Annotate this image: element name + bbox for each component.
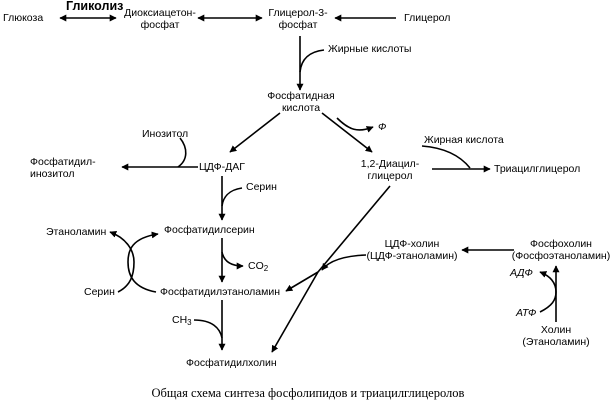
- co2-release-curve: [221, 251, 244, 270]
- atp-label: АТФ: [516, 307, 537, 319]
- dhap-label: Диоксиацетон-фосфат: [124, 7, 196, 31]
- cdp-choline-curve: [321, 254, 367, 271]
- cdp-dag-label: ЦДФ-ДАГ: [199, 161, 245, 173]
- serine-out-label: Серин: [84, 286, 115, 298]
- serine-ethanolamine-exchange: [127, 231, 159, 293]
- fatty-acids-label: Жирные кислоты: [328, 43, 412, 55]
- adp-label: АДФ: [510, 267, 533, 279]
- figure-caption: Общая схема синтеза фосфолипидов и триац…: [151, 386, 465, 400]
- phosphatidylinositol-label: Фосфатидил-инозитол: [30, 156, 96, 180]
- dag-junction-line: [317, 185, 391, 273]
- ethanolamine-label: Этаноламин: [46, 226, 107, 238]
- phosphate-label: Ф: [378, 121, 387, 133]
- fatty-acid-label: Жирная кислота: [424, 134, 504, 146]
- glycolysis-title: Гликолиз: [66, 0, 124, 13]
- triacylglycerol-label: Триацилглицерол: [494, 163, 581, 175]
- pa-cdpdag-arrow: [229, 112, 281, 153]
- ch3-label: CH3: [172, 314, 192, 327]
- inositol-curve: [177, 137, 187, 168]
- choline-label: Холин(Этаноламин): [522, 324, 590, 348]
- serine-ethanolamine-exchange-2: [109, 230, 135, 293]
- glycerol-label: Глицерол: [404, 12, 451, 24]
- cdp-choline-label: ЦДФ-холин(ЦДФ-этаноламин): [366, 238, 458, 262]
- inositol-label: Инозитол: [142, 128, 189, 140]
- phosphatidylserine-label: Фосфатидилсерин: [164, 224, 255, 236]
- diacylglycerol-label: 1,2-Диацил-глицерол: [360, 158, 420, 182]
- pa-dag-arrow: [321, 112, 373, 153]
- atp-adp-curve: [539, 271, 557, 313]
- phosphocholine-label: Фосфохолин(Фосфоэтаноламин): [511, 238, 611, 262]
- phosphatidylethanolamine-label: Фосфатидилэтаноламин: [160, 286, 281, 298]
- glucose-label: Глюкоза: [3, 12, 44, 24]
- fatty-acids-curve: [299, 49, 325, 73]
- serine-in-label: Серин: [246, 181, 277, 193]
- serine-in-curve: [221, 187, 243, 207]
- pathway-arrows: [59, 14, 560, 353]
- co2-label: CO2: [248, 260, 269, 273]
- fatty-acid-curve: [421, 145, 471, 169]
- ch3-curve: [193, 319, 223, 339]
- junction-pc-arrow: [271, 271, 319, 353]
- pi-release-curve: [336, 117, 374, 133]
- phosphatidylcholine-label: Фосфатидилхолин: [186, 357, 277, 369]
- junction-pe-arrow: [285, 271, 319, 292]
- g3p-label: Глицерол-3-фосфат: [268, 7, 328, 31]
